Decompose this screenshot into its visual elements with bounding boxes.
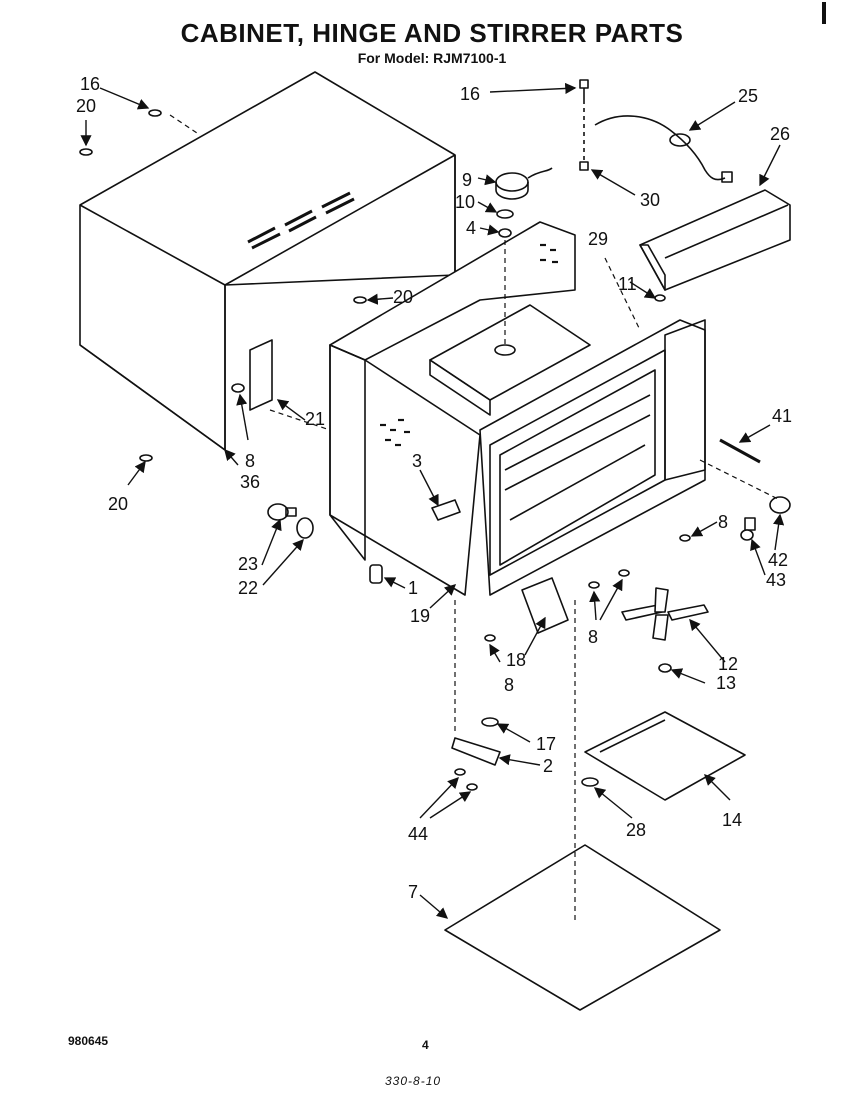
air-duct: [639, 189, 791, 291]
door-plate: [521, 577, 569, 634]
page-number: 4: [422, 1038, 429, 1052]
callout-label: 28: [626, 820, 646, 840]
callout-label: 12: [718, 654, 738, 674]
callout-label: 41: [772, 406, 792, 426]
callout-label: 29: [588, 229, 608, 249]
callout-label: 8: [504, 675, 514, 695]
knob-42: [740, 496, 791, 541]
callout-label: 8: [245, 451, 255, 471]
callout-label: 19: [410, 606, 430, 626]
callout-label: 4: [466, 218, 476, 238]
callout-label: 42: [768, 550, 788, 570]
callout-label: 44: [408, 824, 428, 844]
cabinet-wrapper: [79, 71, 456, 451]
callout-label: 14: [722, 810, 742, 830]
callout-label: 25: [738, 86, 758, 106]
callout-labels: 16 20 16 25 26 9 10 4 30 29 11 20 21 8 3…: [76, 74, 792, 902]
callout-label: 7: [408, 882, 418, 902]
callout-label: 26: [770, 124, 790, 144]
screws: [79, 109, 691, 791]
callout-label: 17: [536, 734, 556, 754]
foot: [369, 564, 383, 584]
alignment-lines: [169, 114, 781, 920]
callout-label: 16: [460, 84, 480, 104]
callout-label: 22: [238, 578, 258, 598]
handwritten-note: 330-8-10: [385, 1074, 442, 1088]
callout-label: 20: [393, 287, 413, 307]
callout-label: 3: [412, 451, 422, 471]
bottom-plate: [444, 844, 721, 1011]
callout-label: 1: [408, 578, 418, 598]
power-cord: [594, 115, 733, 183]
callout-label: 11: [618, 274, 637, 294]
callout-label: 9: [462, 170, 472, 190]
callout-label: 36: [240, 472, 260, 492]
model-subtitle: For Model: RJM7100-1: [357, 50, 507, 66]
callout-label: 30: [640, 190, 660, 210]
callout-label: 43: [766, 570, 786, 590]
corner-mark: [822, 2, 826, 24]
stirrer-blade: [621, 587, 709, 673]
page-title: CABINET, HINGE AND STIRRER PARTS: [180, 18, 684, 48]
screw-16-top: [579, 79, 589, 171]
callout-label: 10: [455, 192, 475, 212]
callout-label: 18: [506, 650, 526, 670]
light-bulb: [267, 503, 314, 539]
callout-label: 20: [108, 494, 128, 514]
callout-label: 20: [76, 96, 96, 116]
callout-label: 13: [716, 673, 736, 693]
document-code: 980645: [68, 1034, 109, 1048]
thermostat-lead-41: [719, 438, 761, 464]
callout-label: 21: [305, 409, 325, 429]
callout-label: 16: [80, 74, 100, 94]
oven-cavity-frame: [329, 221, 706, 596]
callout-label: 23: [238, 554, 258, 574]
callout-label: 8: [718, 512, 728, 532]
stirrer-motor: [495, 167, 553, 238]
stirrer-cover-shelf: [581, 711, 746, 801]
callout-label: 8: [588, 627, 598, 647]
callout-arrows: [80, 82, 785, 919]
door-hinge: [451, 717, 501, 766]
callout-label: 2: [543, 756, 553, 776]
